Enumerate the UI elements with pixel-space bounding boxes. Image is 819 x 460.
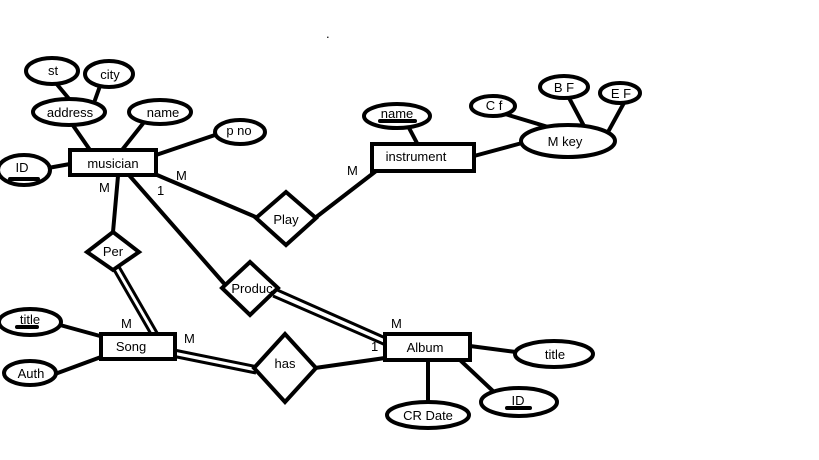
per-song-link-a [116,264,162,339]
has-label: has [275,356,296,371]
attribute-auth[interactable] [2,359,58,387]
attribute-cf[interactable] [469,94,517,118]
address-label: address [47,105,94,120]
musician-id-label: ID [16,160,29,175]
song-has-link-a [173,348,259,369]
musician-label: musician [87,156,138,171]
cardinality-instrument-play: M [347,163,358,178]
per-song-link-b [111,267,157,342]
entity-song[interactable] [99,332,177,361]
play-label: Play [273,212,299,227]
city-address-link [93,84,102,102]
attribute-song-title[interactable] [0,307,63,337]
attribute-musician-name[interactable] [127,98,193,126]
attribute-st[interactable] [24,56,80,86]
cf-label: C f [486,98,503,113]
pno-label: p no [226,123,251,138]
musician-produce-link [126,172,230,290]
relationship-produce[interactable] [219,259,281,318]
cardinality-musician-play: M [176,168,187,183]
song-has-link-b [171,354,257,375]
attribute-crdate[interactable] [385,400,471,430]
entity-instrument[interactable] [370,142,476,173]
attribute-pno[interactable] [213,118,267,146]
cardinality-musician-per: M [99,180,110,195]
auth-label: Auth [18,366,45,381]
attribute-mkey[interactable] [519,123,617,159]
bf-mkey-link [566,94,587,130]
cardinality-musician-produce: 1 [157,183,164,198]
attribute-ef[interactable] [598,81,642,105]
instrument-name-label: name [381,106,414,121]
cardinality-song-has: M [184,331,195,346]
musician-name-label: name [147,105,180,120]
attribute-bf[interactable] [538,74,590,100]
bf-label: B F [554,80,574,95]
crdate-label: CR Date [403,408,453,423]
st-label: st [48,63,59,78]
attribute-album-title[interactable] [513,339,595,369]
attribute-album-id[interactable] [479,386,559,418]
per-label: Per [103,244,124,259]
cardinality-album-has: 1 [371,339,378,354]
entity-album[interactable] [383,332,472,362]
album-title-link [468,344,518,354]
stray-dot: . [326,26,330,41]
song-title-label: title [20,312,40,327]
produce-label: Produc [231,281,273,296]
musician-per-link [111,174,120,234]
mkey-label: M key [548,134,583,149]
relationship-has[interactable] [251,331,319,405]
entity-musician[interactable] [68,148,158,177]
ef-label: E F [611,86,631,101]
auth-song-link [53,355,103,376]
song-label: Song [116,339,146,354]
attribute-address[interactable] [31,97,107,127]
instname-instrument-link [406,124,420,147]
album-title-label: title [545,347,565,362]
songtitle-song-link [58,323,102,338]
cardinality-song-per: M [121,316,132,331]
play-instrument-link [313,166,382,220]
address-musician-link [70,122,92,152]
instrument-label: instrument [386,149,447,164]
album-label: Album [407,340,444,355]
album-id-link [458,358,496,394]
city-label: city [100,67,120,82]
has-album-link [313,356,387,370]
musician-play-link [148,170,260,220]
attribute-city[interactable] [83,59,135,89]
instrument-mkey-link [472,141,524,158]
cardinality-album-produce: M [391,316,402,331]
ef-mkey-link [606,99,627,134]
produce-album-link-b [272,294,389,348]
name-musician-link [120,119,147,152]
album-id-label: ID [512,393,525,408]
relationship-play[interactable] [252,189,320,248]
relationship-per[interactable] [83,229,143,273]
produce-album-link-a [274,287,391,342]
pno-musician-link [154,133,217,157]
